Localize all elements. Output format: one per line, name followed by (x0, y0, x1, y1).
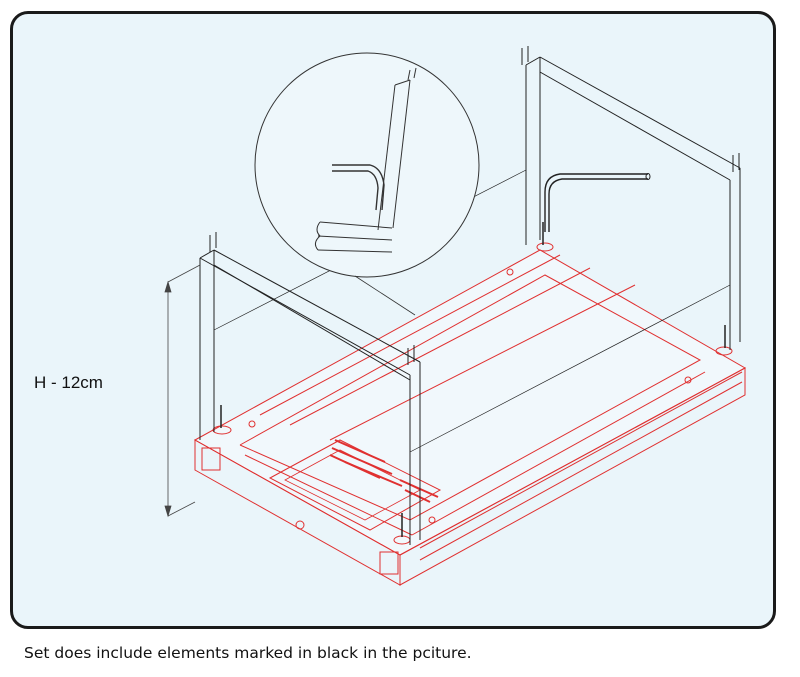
included-parts (199, 46, 741, 545)
right-bracket-frame (521, 46, 741, 350)
label-plate (268, 439, 442, 531)
height-dimension (164, 264, 201, 518)
tray-left-face (194, 439, 401, 586)
left-cutout (201, 447, 221, 471)
height-label: H - 12cm (34, 373, 103, 392)
base-tray (193, 242, 747, 586)
wire-hook (544, 173, 648, 232)
left-bracket-frame (199, 232, 421, 545)
zoom-detail-circle (254, 52, 480, 316)
right-cutout (379, 551, 399, 575)
caption: Set does include elements marked in blac… (24, 644, 472, 662)
tray-top-surface (193, 249, 747, 556)
